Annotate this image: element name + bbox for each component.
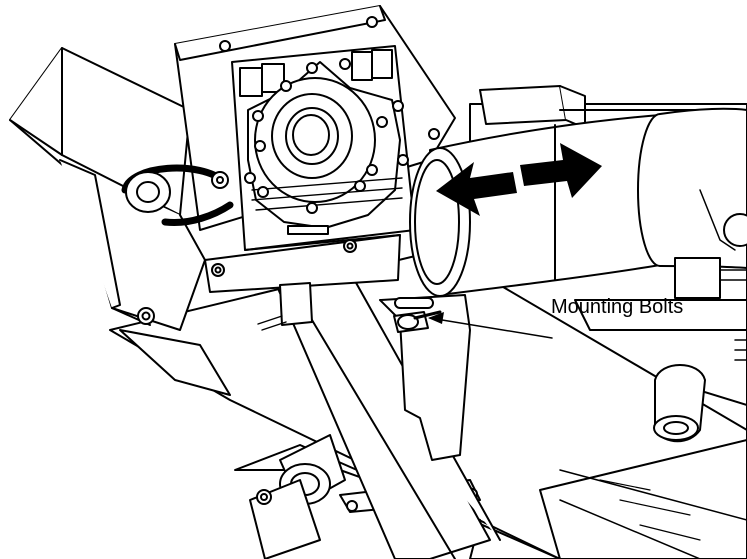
- roller-bearing: [653, 364, 706, 443]
- lower-spindle: [249, 434, 346, 559]
- double-headed-arrow-icon: [436, 143, 602, 216]
- callout-leader-line: [429, 317, 553, 339]
- motor: [409, 107, 747, 299]
- gearbox-bracket: [204, 234, 401, 331]
- gearbox: [231, 45, 416, 251]
- callout-arrowhead: [428, 312, 444, 324]
- sprocket-chain: [121, 164, 234, 227]
- mounting-bolts-label: Mounting Bolts: [551, 296, 684, 318]
- mounting-slot-plate: [379, 294, 471, 461]
